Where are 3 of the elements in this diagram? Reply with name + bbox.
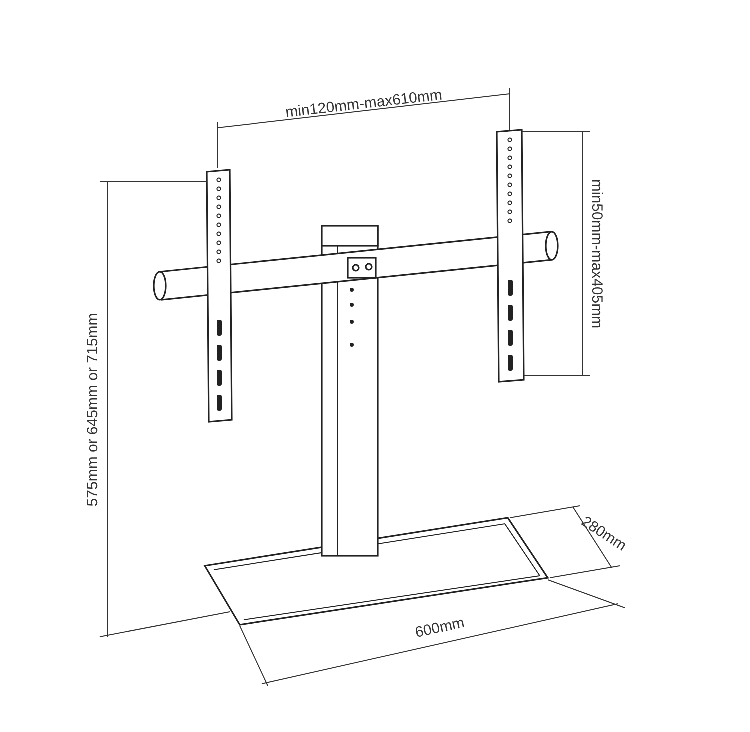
dimension-label: 575mm or 645mm or 715mm xyxy=(86,313,100,507)
dimension-label: 600mm xyxy=(414,615,466,641)
dimension-label: min50mm-max405mm xyxy=(590,179,604,329)
